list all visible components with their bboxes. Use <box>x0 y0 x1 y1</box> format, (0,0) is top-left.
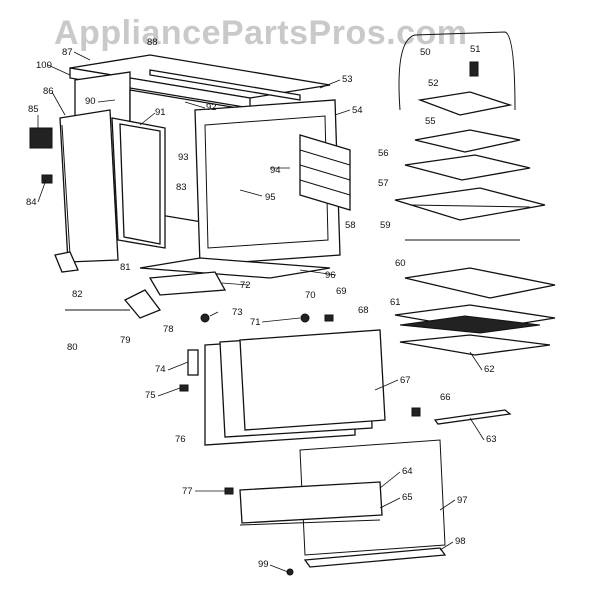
door-trim-frame <box>239 439 446 556</box>
callout-67: 67 <box>400 375 411 386</box>
callout-90: 90 <box>85 96 96 107</box>
insulation-panel <box>111 117 166 249</box>
callout-81: 81 <box>120 262 131 273</box>
callout-85: 85 <box>28 104 39 115</box>
callout-64: 64 <box>402 466 413 477</box>
callout-63: 63 <box>486 434 497 445</box>
leader-lines <box>37 51 485 573</box>
callout-62: 62 <box>484 364 495 375</box>
hardware-parts <box>29 127 334 576</box>
callout-69: 69 <box>336 286 347 297</box>
callout-73: 73 <box>232 307 243 318</box>
callout-94: 94 <box>270 165 281 176</box>
callout-92: 92 <box>206 102 217 113</box>
callout-58: 58 <box>345 220 356 231</box>
callout-78: 78 <box>163 324 174 335</box>
callout-98: 98 <box>455 536 466 547</box>
watermark: AppliancePartsPros.com <box>54 14 468 52</box>
callout-96: 96 <box>325 270 336 281</box>
callout-55: 55 <box>425 116 436 127</box>
callout-59: 59 <box>380 220 391 231</box>
drawer-handle <box>411 407 512 425</box>
callout-99: 99 <box>258 559 269 570</box>
broiler-grid <box>414 129 521 153</box>
callout-80: 80 <box>67 342 78 353</box>
callout-74: 74 <box>155 364 166 375</box>
callout-77: 77 <box>182 486 193 497</box>
callout-83: 83 <box>176 182 187 193</box>
callout-54: 54 <box>352 105 363 116</box>
oven-box-frame <box>194 99 351 266</box>
top-handle-bracket <box>398 31 516 111</box>
callout-60: 60 <box>395 258 406 269</box>
callout-84: 84 <box>26 197 37 208</box>
callout-87: 87 <box>62 47 73 58</box>
callout-65: 65 <box>402 492 413 503</box>
drawer-assembly <box>394 304 556 356</box>
callout-53: 53 <box>342 74 353 85</box>
callout-57: 57 <box>378 178 389 189</box>
oven-rack <box>394 187 546 221</box>
callout-56: 56 <box>378 148 389 159</box>
callout-88: 88 <box>147 37 158 48</box>
callout-82: 82 <box>72 289 83 300</box>
oven-door <box>204 329 386 446</box>
callout-93: 93 <box>178 152 189 163</box>
callout-50: 50 <box>420 47 431 58</box>
broiler-pan <box>404 154 531 181</box>
callout-71: 71 <box>250 317 261 328</box>
callout-91: 91 <box>155 107 166 118</box>
callout-86: 86 <box>43 86 54 97</box>
callout-75: 75 <box>145 390 156 401</box>
side-panel <box>59 109 119 263</box>
broiler-burner-grate <box>417 91 513 116</box>
callout-51: 51 <box>470 44 481 55</box>
callout-70: 70 <box>305 290 316 301</box>
callout-72: 72 <box>240 280 251 291</box>
callout-79: 79 <box>120 335 131 346</box>
callout-97: 97 <box>457 495 468 506</box>
drawer-pan <box>404 267 556 299</box>
oven-bottom-tray <box>139 257 331 296</box>
callout-52: 52 <box>428 78 439 89</box>
callout-76: 76 <box>175 434 186 445</box>
callout-95: 95 <box>265 192 276 203</box>
callout-66: 66 <box>440 392 451 403</box>
callout-100: 100 <box>36 60 52 71</box>
callout-labels: 100 87 88 86 85 90 91 92 93 83 84 81 82 … <box>26 37 497 570</box>
kick-panel <box>303 547 447 568</box>
callout-68: 68 <box>358 305 369 316</box>
callout-61: 61 <box>390 297 401 308</box>
